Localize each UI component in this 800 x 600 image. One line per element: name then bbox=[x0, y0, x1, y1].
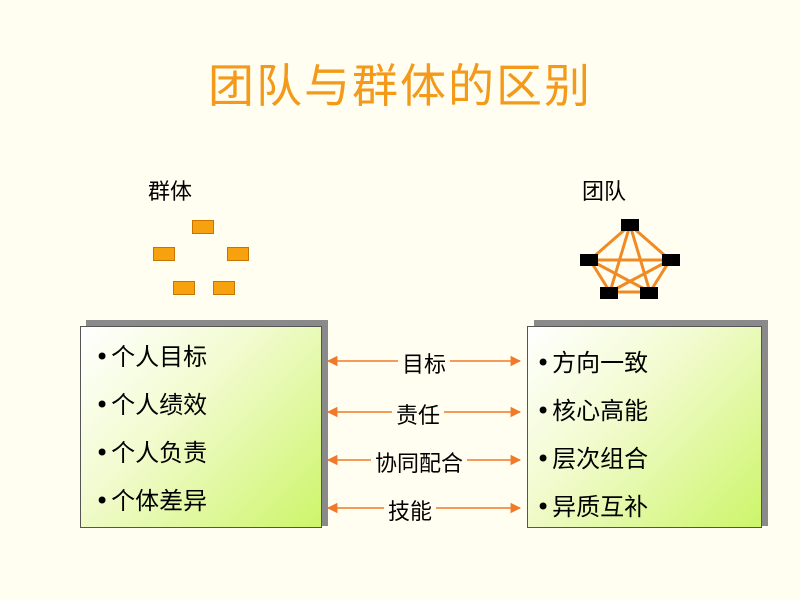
team-item: 异质互补 bbox=[536, 483, 761, 531]
team-node bbox=[662, 254, 680, 266]
group-item: 个人绩效 bbox=[95, 381, 321, 429]
group-item: 个人目标 bbox=[95, 333, 321, 381]
group-label: 群体 bbox=[148, 180, 193, 205]
team-network-icon bbox=[580, 219, 680, 299]
group-member-rect bbox=[173, 281, 195, 295]
team-label: 团队 bbox=[582, 180, 627, 205]
group-item: 个人负责 bbox=[95, 429, 321, 477]
middle-label-goal: 目标 bbox=[398, 347, 451, 379]
team-item: 层次组合 bbox=[536, 435, 761, 483]
team-node bbox=[621, 219, 639, 231]
middle-label-responsibility: 责任 bbox=[392, 398, 445, 430]
group-member-rect bbox=[153, 247, 175, 261]
page-title: 团队与群体的区别 bbox=[208, 59, 592, 113]
team-item: 核心高能 bbox=[536, 387, 761, 435]
team-characteristics-box: 方向一致 核心高能 层次组合 异质互补 bbox=[527, 326, 762, 528]
group-characteristics-box: 个人目标 个人绩效 个人负责 个体差异 bbox=[80, 326, 322, 528]
group-member-rect bbox=[192, 220, 214, 234]
middle-label-coordination: 协同配合 bbox=[371, 446, 468, 478]
team-node bbox=[640, 287, 658, 299]
team-node bbox=[600, 287, 618, 299]
team-item: 方向一致 bbox=[536, 339, 761, 387]
middle-label-skills: 技能 bbox=[384, 494, 437, 526]
group-item: 个体差异 bbox=[95, 477, 321, 525]
group-member-rect bbox=[213, 281, 235, 295]
team-node bbox=[580, 254, 598, 266]
group-member-rect bbox=[227, 247, 249, 261]
